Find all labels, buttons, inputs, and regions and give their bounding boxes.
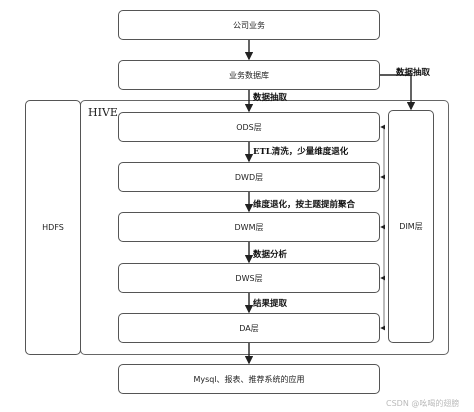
dwm-layer-label: DWM层 <box>234 222 264 232</box>
ods-layer-box: ODS层 <box>118 112 380 142</box>
dwm-layer-box: DWM层 <box>118 212 380 242</box>
dws-layer-box: DWS层 <box>118 263 380 293</box>
company-business-box: 公司业务 <box>118 10 380 40</box>
business-database-box: 业务数据库 <box>118 60 380 90</box>
annotation-dimension-degrade: 维度退化，按主题提前聚合 <box>253 200 356 210</box>
dim-layer-box: DIM层 <box>388 110 434 343</box>
dwd-layer-label: DWD层 <box>234 172 264 182</box>
da-layer-box: DA层 <box>118 313 380 343</box>
applications-box: Mysql、报表、推荐系统的应用 <box>118 364 380 394</box>
company-business-label: 公司业务 <box>233 20 265 30</box>
hive-label: HIVE <box>88 106 118 119</box>
watermark: CSDN @吆喝的翅膀 <box>386 399 460 408</box>
dwd-layer-box: DWD层 <box>118 162 380 192</box>
annotation-extract: 数据抽取 <box>253 93 288 103</box>
annotation-data-analysis: 数据分析 <box>253 250 288 260</box>
dws-layer-label: DWS层 <box>235 273 263 283</box>
annotation-result-extract: 结果提取 <box>253 299 288 309</box>
hdfs-box: HDFS <box>25 100 81 355</box>
applications-label: Mysql、报表、推荐系统的应用 <box>193 374 305 384</box>
annotation-extract-to-dim: 数据抽取 <box>396 68 431 78</box>
annotation-etl-cleaning: ETL清洗，少量维度退化 <box>253 147 349 157</box>
hdfs-label: HDFS <box>42 223 64 232</box>
business-database-label: 业务数据库 <box>229 70 269 80</box>
da-layer-label: DA层 <box>239 323 259 333</box>
arrow-db-to-dim <box>380 74 416 111</box>
dim-layer-label: DIM层 <box>399 222 423 231</box>
ods-layer-label: ODS层 <box>236 122 262 132</box>
